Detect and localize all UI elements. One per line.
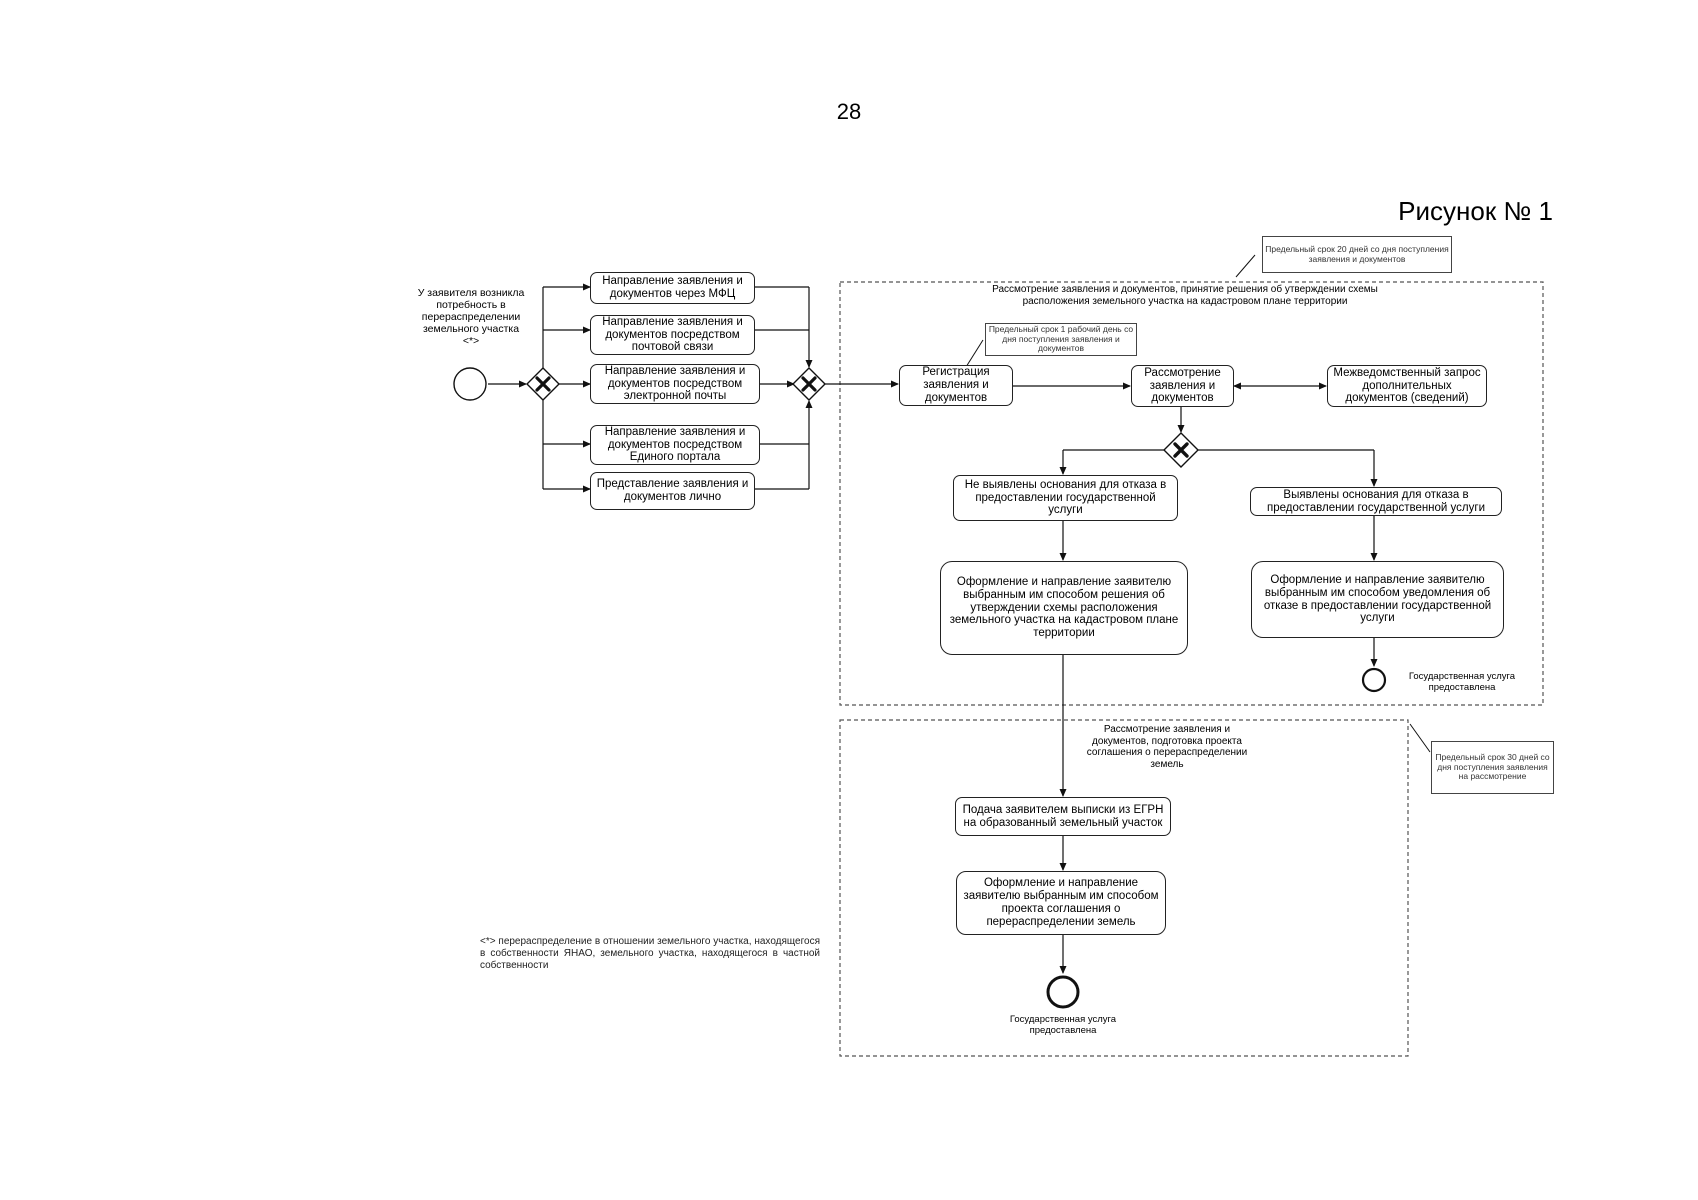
stage1-container <box>839 281 1544 706</box>
decision-gateway-icon <box>1163 432 1199 468</box>
figure-label: Рисунок № 1 <box>1398 196 1553 226</box>
egrn-extract-task: Подача заявителем выписки из ЕГРН на обр… <box>955 797 1171 836</box>
stage1-title: Рассмотрение заявления и документов, при… <box>992 284 1378 307</box>
no-grounds-outcome: Не выявлены основания для отказа в предо… <box>953 475 1178 521</box>
option-mfc: Направление заявления и документов через… <box>590 272 755 304</box>
stage2-deadline-note: Предельный срок 30 дней со дня поступлен… <box>1431 741 1554 794</box>
refusal-end-label: Государственная услуга предоставлена <box>1408 671 1516 693</box>
merge-gateway-icon <box>792 367 826 401</box>
grounds-found-outcome: Выявлены основания для отказа в предоста… <box>1250 487 1502 516</box>
start-event-label: У заявителя возникла потребность в перер… <box>417 287 525 348</box>
end-event-final-icon <box>1046 975 1080 1009</box>
registration-deadline-note: Предельный срок 1 рабочий день со дня по… <box>985 323 1137 356</box>
interagency-request-task: Межведомственный запрос дополнительных д… <box>1327 365 1487 407</box>
page-number: 28 <box>836 99 862 124</box>
stage2-container <box>839 719 1409 1057</box>
refusal-notice-task: Оформление и направление заявителю выбра… <box>1251 561 1504 638</box>
final-end-label: Государственная услуга предоставлена <box>1009 1014 1117 1036</box>
footnote: <*> перераспределение в отношении земель… <box>480 936 820 971</box>
option-personal: Представление заявления и документов лич… <box>590 472 755 510</box>
registration-task: Регистрация заявления и документов <box>899 365 1013 406</box>
split-gateway-icon <box>526 367 560 401</box>
approval-decision-task: Оформление и направление заявителю выбра… <box>940 561 1188 655</box>
option-portal: Направление заявления и документов посре… <box>590 425 760 465</box>
start-event-icon <box>453 367 487 401</box>
agreement-project-task: Оформление и направление заявителю выбра… <box>956 871 1166 935</box>
end-event-refusal-icon <box>1361 667 1387 693</box>
stage2-title: Рассмотрение заявления и документов, под… <box>1086 724 1248 770</box>
stage1-deadline-note: Предельный срок 20 дней со дня поступлен… <box>1262 236 1452 273</box>
option-email: Направление заявления и документов посре… <box>590 364 760 404</box>
review-task: Рассмотрение заявления и документов <box>1131 365 1234 407</box>
option-post: Направление заявления и документов посре… <box>590 315 755 355</box>
